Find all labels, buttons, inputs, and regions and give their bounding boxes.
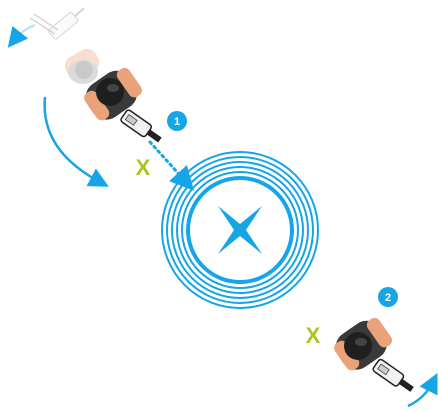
step-2-number: 2 [385,292,391,304]
x-marker-1: X [136,155,151,180]
step-2-badge: 2 [378,287,398,307]
ghost-person-icon [30,4,103,84]
tool-1-icon [120,109,164,146]
target-x-icon [218,206,262,254]
tool-2-icon [372,358,416,395]
trajectory-line [150,142,186,182]
x-marker-2: X [306,323,321,348]
rotation-arrow-faded-icon [14,25,35,40]
step-1-badge: 1 [167,111,187,131]
step-1-number: 1 [174,116,180,128]
